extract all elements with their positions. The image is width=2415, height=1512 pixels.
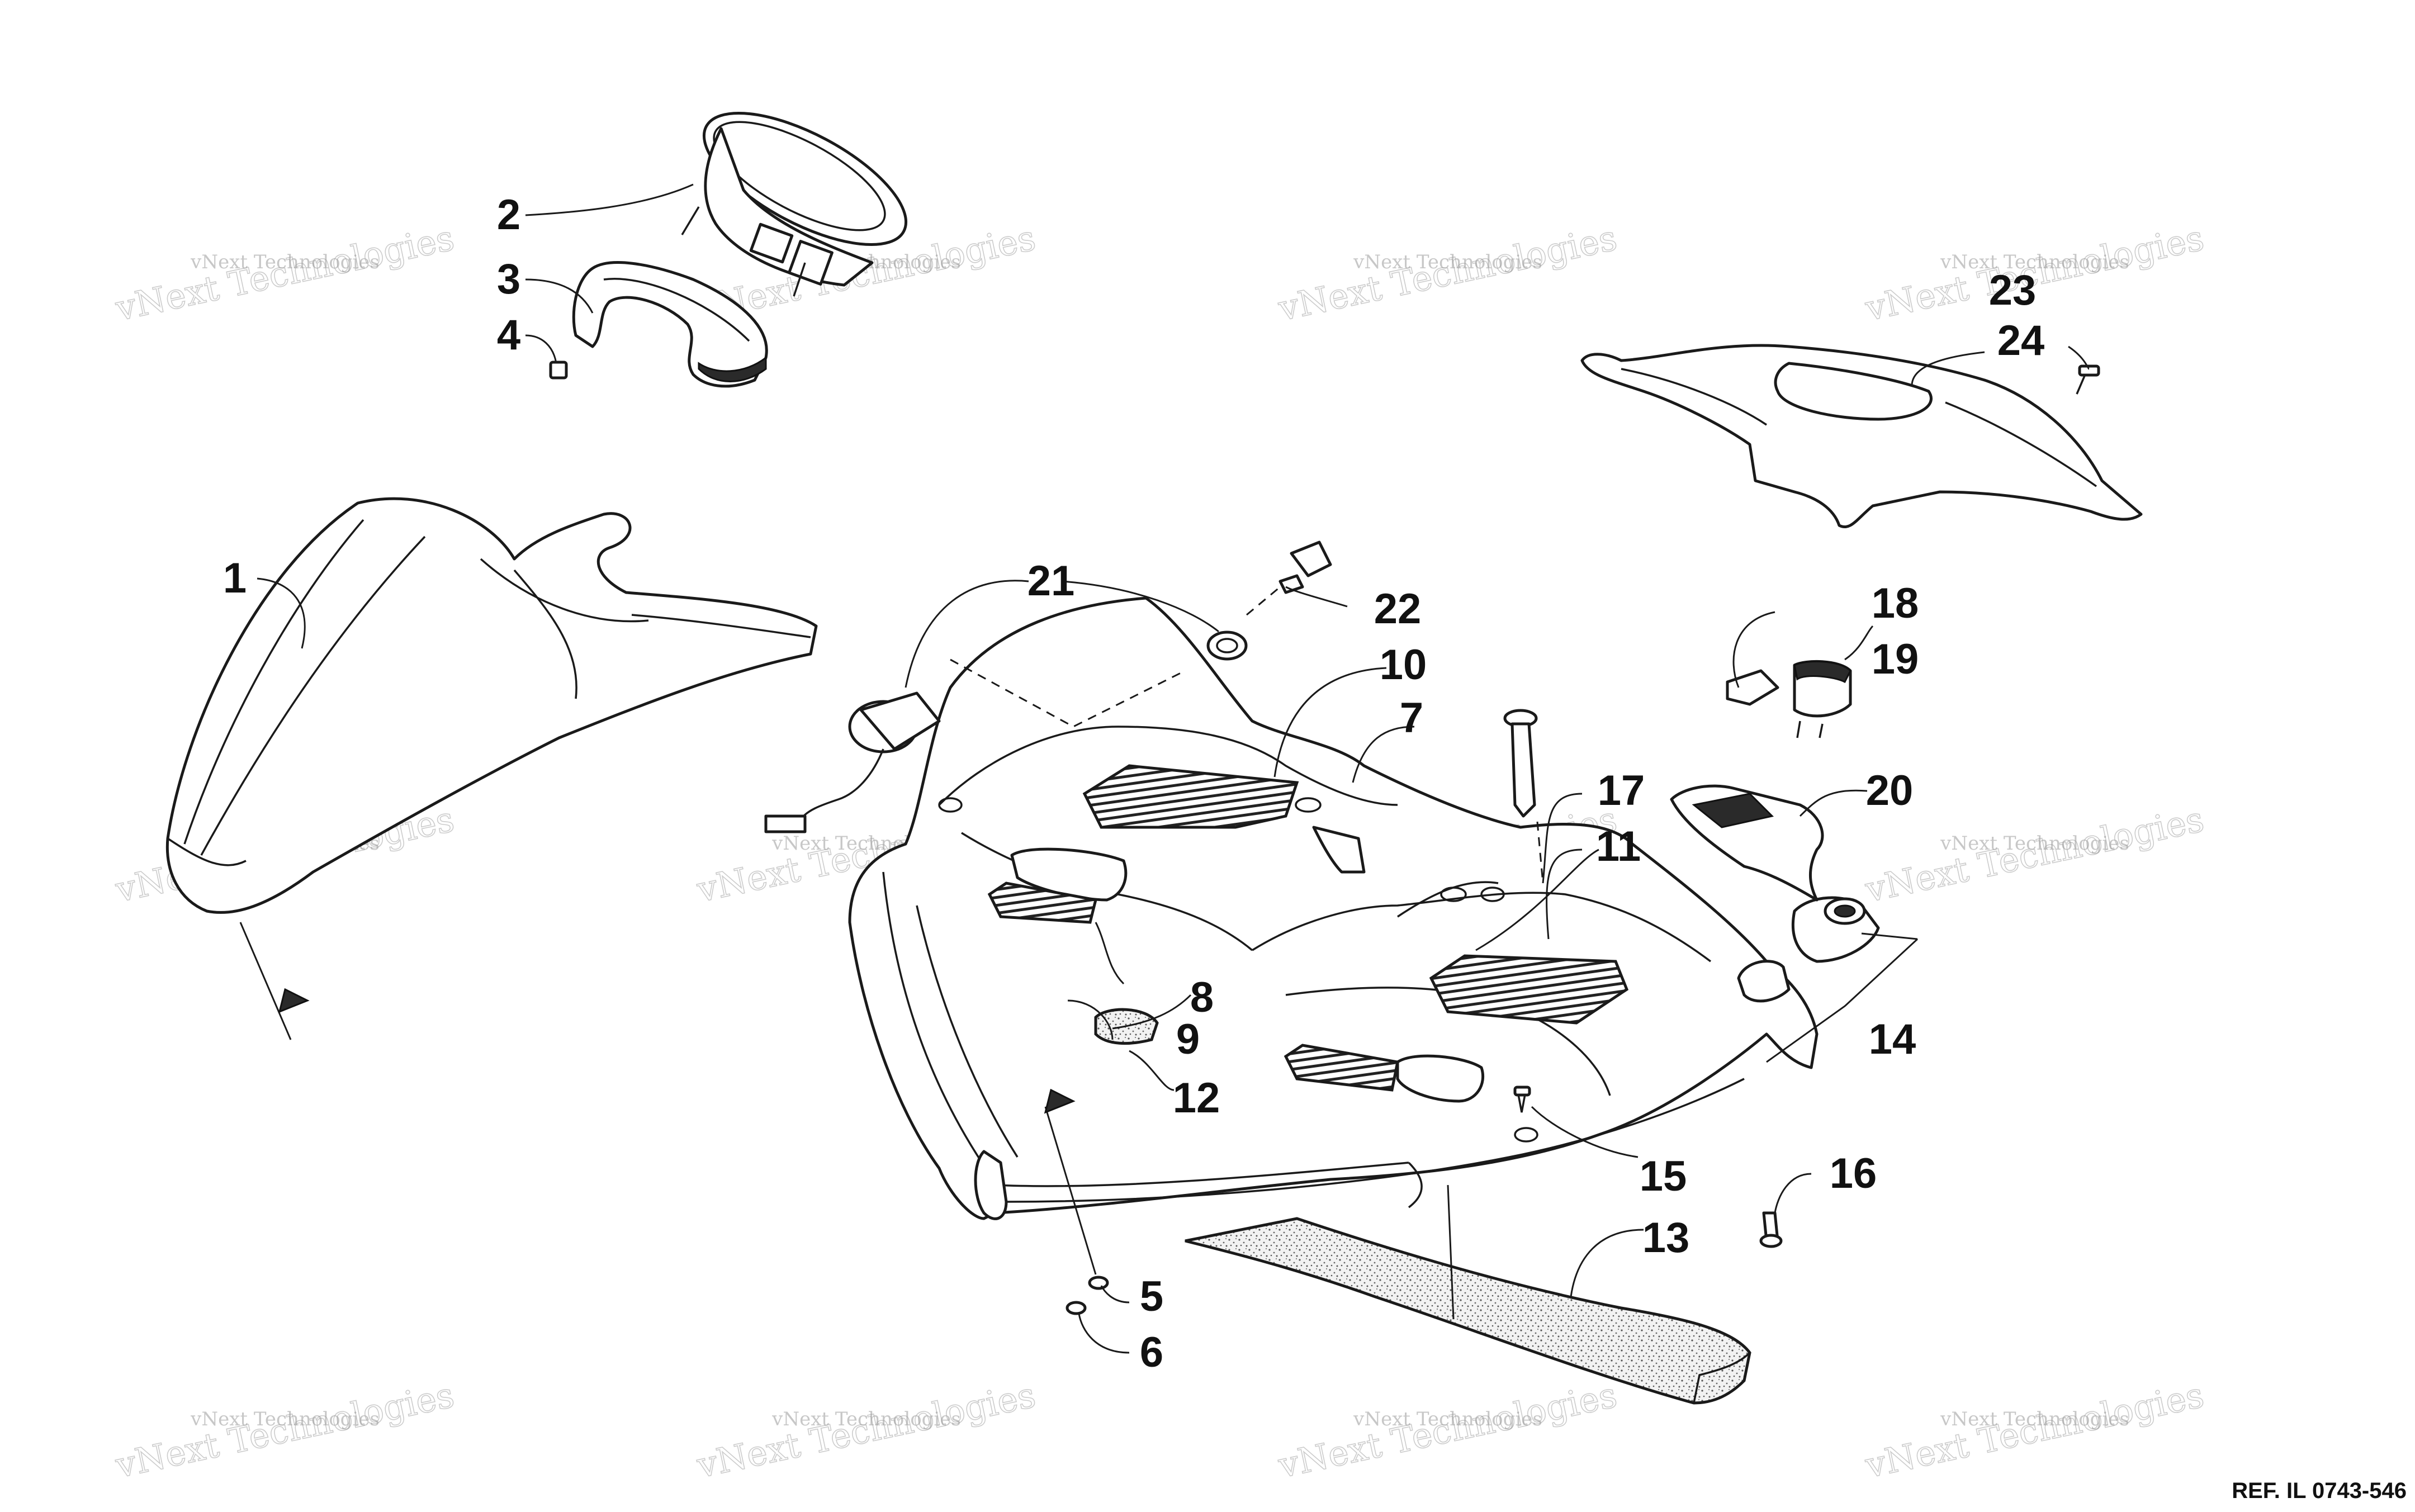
callout-7: 7 [1400, 694, 1423, 742]
watermark-small-text: vNext Technologies [771, 1408, 961, 1430]
part-13-foam-strip [1185, 1217, 1751, 1405]
callout-10: 10 [1380, 641, 1427, 689]
watermark-small-text: vNext Technologies [190, 1408, 380, 1430]
callout-9: 9 [1176, 1016, 1200, 1063]
part-2-gauge [681, 112, 908, 297]
callout-2: 2 [497, 191, 520, 239]
callout-3: 3 [497, 255, 520, 303]
part-11-decal [1429, 954, 1629, 1025]
callout-15: 15 [1640, 1153, 1687, 1200]
part-14-bracket [1766, 932, 1919, 1063]
part-14-power-outlet [1737, 896, 1880, 1003]
leader-lines [257, 183, 2090, 1354]
watermark-small-text: vNext Technologies [1940, 1408, 2129, 1430]
orientation-arrows [239, 922, 1097, 1275]
part-6-screw [1066, 1301, 1087, 1315]
part-5-screw [1088, 1276, 1109, 1290]
callout-12: 12 [1173, 1074, 1220, 1122]
part-1-hood-cowl [165, 497, 818, 914]
part-9-label [1284, 1044, 1399, 1092]
callout-18: 18 [1872, 580, 1919, 627]
callout-13: 13 [1642, 1214, 1690, 1262]
part-20-switch-bezel [1670, 784, 1824, 902]
assembly-lines [950, 586, 1544, 884]
watermark-small-text: vNext Technologies [1940, 251, 2129, 273]
part-21-sensor-cable [764, 691, 941, 833]
part-23-console-cover [1580, 344, 2143, 529]
part-4-nut [549, 361, 568, 380]
callout-19: 19 [1872, 636, 1919, 683]
part-16-screw [1759, 1211, 1783, 1248]
part-21-nut [1206, 631, 1248, 661]
callout-8: 8 [1190, 974, 1214, 1021]
watermark-small-text: vNext Technologies [1353, 251, 1542, 273]
callout-21: 21 [1027, 557, 1075, 605]
watermark-small-text: vNext Technologies [190, 251, 380, 273]
callout-6: 6 [1140, 1329, 1163, 1376]
part-17-bolt [1503, 709, 1538, 818]
callout-5: 5 [1140, 1273, 1163, 1320]
part-8-label [987, 881, 1098, 924]
callout-22: 22 [1374, 585, 1422, 633]
part-24-screw [2076, 364, 2100, 395]
reference-code: REF. IL 0743-546 [2232, 1478, 2407, 1503]
watermark-small-text: vNext Technologies [1940, 832, 2129, 855]
callout-23: 23 [1989, 267, 2037, 314]
callout-17: 17 [1598, 767, 1645, 814]
part-10-decal [1082, 764, 1299, 829]
part-3-gauge-bracket [572, 261, 768, 388]
part-7-main-console [848, 596, 1819, 1220]
part-22-key [1278, 541, 1332, 594]
part-15-screw [1513, 1086, 1531, 1113]
callout-1: 1 [223, 554, 247, 602]
part-19-rocker-switch [1793, 660, 1852, 738]
callout-16: 16 [1830, 1150, 1877, 1197]
part-18-switch-cover [1726, 669, 1779, 706]
callout-20: 20 [1866, 767, 1914, 814]
callout-14: 14 [1869, 1016, 1916, 1063]
watermark-small-text: vNext Technologies [1353, 1408, 1542, 1430]
callout-11: 11 [1596, 823, 1641, 870]
callout-24: 24 [1997, 317, 2045, 364]
callout-4: 4 [497, 311, 520, 359]
